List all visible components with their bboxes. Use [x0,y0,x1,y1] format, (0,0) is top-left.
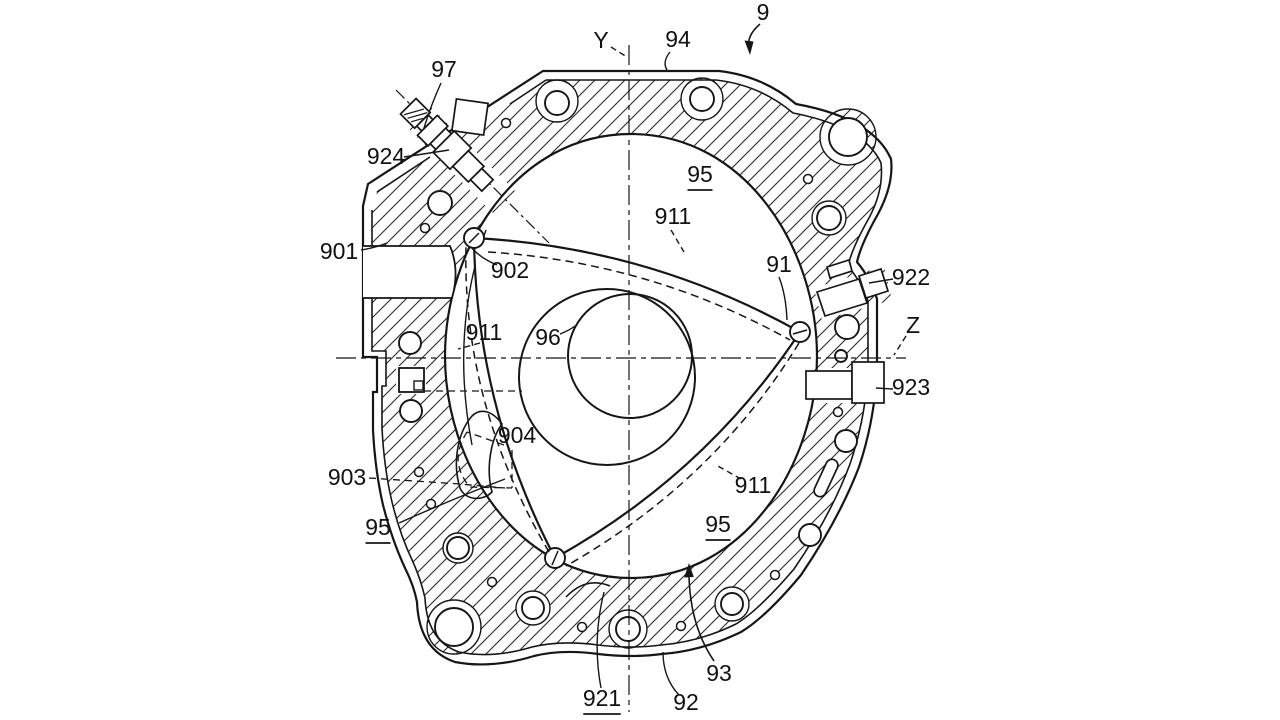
port-923 [805,361,885,404]
leader-901 [360,242,388,251]
ref-label-922-10: 922 [892,264,930,290]
intake-channel-901 [363,245,457,299]
ref-label-911-14: 911 [466,319,503,345]
leader-924 [403,149,450,158]
ref-label-902-6: 902 [491,257,529,283]
leader-91 [778,276,788,321]
arrow-9 [744,23,761,55]
housing-hatched-section [363,78,892,655]
apex-seal-slots [468,232,808,566]
small-pin-holes [413,117,844,633]
ref-label-95-9: 95 [687,161,713,187]
leader-97 [423,82,442,129]
spark-plug-thread-lines [403,108,428,123]
spark-plug [399,97,495,193]
ref-label-901-5: 901 [320,238,358,264]
ref-label-911-7: 911 [655,203,692,229]
leader-lines [360,51,894,696]
rotor-91 [472,236,802,560]
ref-label-96-13: 96 [535,324,561,350]
ref-label-97-3: 97 [431,56,457,82]
spark-plug-clamp-924 [450,97,490,137]
square-hole [398,367,425,393]
rotor-housing-bore [443,132,819,580]
leader-911-top [670,229,685,253]
housing-outer-contour [361,69,893,666]
oblong-slot [813,458,839,498]
ref-label-911-18: 911 [735,472,772,498]
hidden-construction-lines [368,390,522,489]
ref-label-924-4: 924 [367,143,406,169]
arrow-93 [684,563,715,662]
leader-92 [662,651,680,696]
leader-95-bottom-left [398,478,506,524]
leader-911-right [715,464,742,480]
dashed-leaders [457,46,907,480]
leader-902 [470,246,498,266]
rotor-bearing-circle [518,288,696,466]
leader-922 [868,278,894,284]
side-port-904 [455,410,503,500]
ref-label-95-17: 95 [365,514,391,540]
ref-label-Z-11: Z [906,312,920,338]
leader-921 [596,591,605,689]
ref-label-923-12: 923 [892,374,930,400]
leader-911-left [457,342,481,350]
ref-label-921-22: 921 [583,685,621,711]
ref-label-9-0: 9 [757,0,770,25]
leader-z-axis [893,335,907,356]
bore-bottom-recess-921 [565,582,611,598]
housing-inner-contour [371,79,883,656]
ref-label-Y-1: Y [593,27,608,53]
flange-relief-pockets [426,77,877,655]
bolt-holes [398,86,868,647]
eccentric-journal-96 [567,293,693,419]
square-hole-inner [413,380,424,391]
housing-inner-contour-diagonal [376,79,547,193]
leader-923 [875,387,894,390]
ref-label-92-21: 92 [673,689,699,715]
ref-label-903-16: 903 [328,464,366,490]
ref-label-95-19: 95 [705,511,731,537]
ref-label-93-20: 93 [706,660,732,686]
port-922 [815,258,890,318]
leader-96 [559,325,576,335]
ref-label-904-15: 904 [498,422,537,448]
rotor-surface-dashed-911 [465,245,800,567]
leader-y-axis [610,46,628,58]
leader-94 [664,51,671,71]
ref-label-91-8: 91 [766,251,792,277]
ref-label-94-2: 94 [665,26,691,52]
